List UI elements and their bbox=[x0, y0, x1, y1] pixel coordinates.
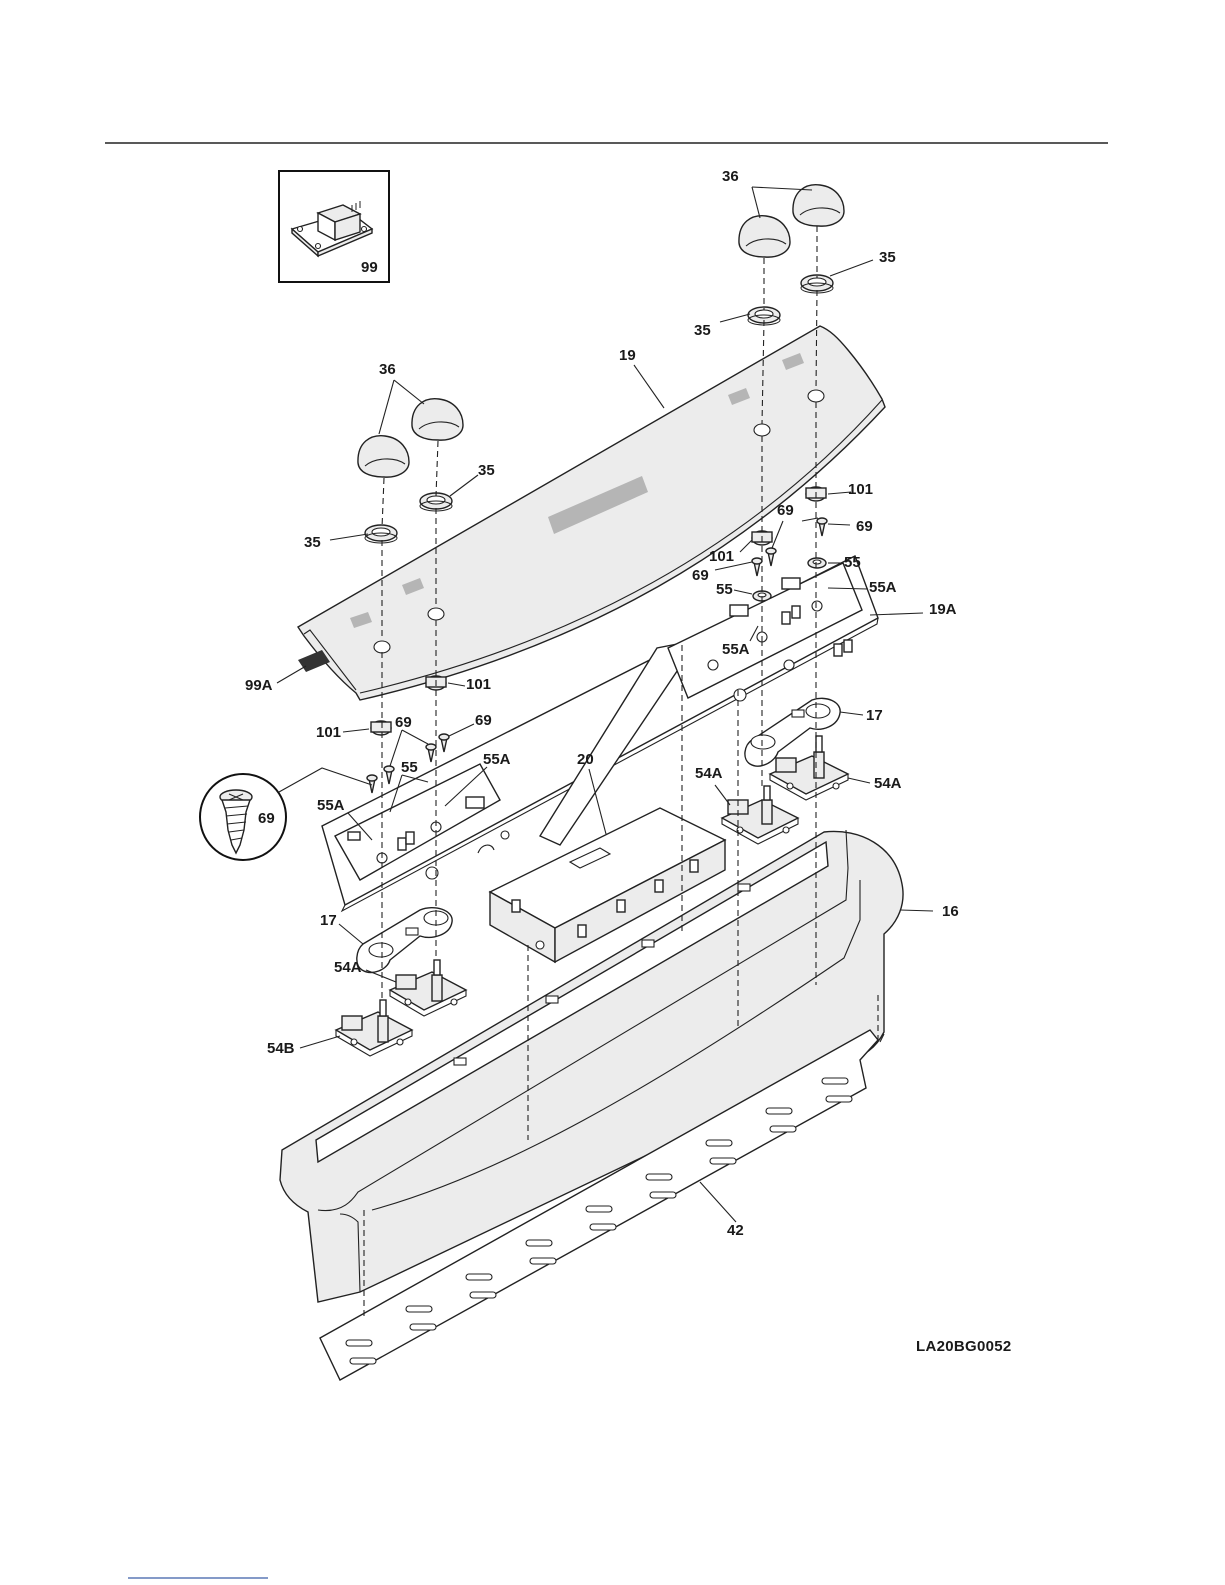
screw-69-left-a[interactable] bbox=[384, 766, 394, 784]
label-35-left-upper: 35 bbox=[478, 462, 495, 479]
label-101-left-upper: 101 bbox=[466, 676, 491, 693]
label-54A-mid: 54A bbox=[695, 765, 723, 782]
label-101-left-lower: 101 bbox=[316, 724, 341, 741]
knob-36-right-front[interactable] bbox=[739, 216, 790, 257]
label-69-right-c: 69 bbox=[692, 567, 709, 584]
label-99A: 99A bbox=[245, 677, 273, 694]
label-69-right-b: 69 bbox=[856, 518, 873, 535]
nut-101-left-lower[interactable] bbox=[371, 721, 391, 735]
label-55A-right-b: 55A bbox=[722, 641, 750, 658]
knob-36-right-back[interactable] bbox=[793, 185, 844, 226]
label-35-mid-right: 35 bbox=[694, 322, 711, 339]
switch-54A-left[interactable] bbox=[390, 960, 466, 1016]
label-69-right-a: 69 bbox=[777, 502, 794, 519]
label-101-right-lower: 101 bbox=[709, 548, 734, 565]
inset-99-label: 99 bbox=[361, 259, 378, 276]
label-69-left-a: 69 bbox=[395, 714, 412, 731]
diagram-code: LA20BG0052 bbox=[916, 1338, 1012, 1355]
screw-69-left-b[interactable] bbox=[426, 744, 436, 762]
label-55A-left-b: 55A bbox=[317, 797, 345, 814]
switch-54A-mid[interactable] bbox=[722, 786, 798, 844]
label-20: 20 bbox=[577, 751, 594, 768]
inset-99[interactable]: 99 bbox=[279, 171, 389, 282]
switch-54B[interactable] bbox=[336, 1000, 412, 1056]
label-35-left-lower: 35 bbox=[304, 534, 321, 551]
label-42: 42 bbox=[727, 1222, 744, 1239]
label-54B: 54B bbox=[267, 1040, 295, 1057]
shield-17-right[interactable] bbox=[745, 698, 840, 766]
label-36-right: 36 bbox=[722, 168, 739, 185]
label-54A-right: 54A bbox=[874, 775, 902, 792]
screw-69-right-a[interactable] bbox=[766, 548, 776, 566]
label-69-left-b: 69 bbox=[475, 712, 492, 729]
screw-69-right-b[interactable] bbox=[817, 518, 827, 536]
label-36-left: 36 bbox=[379, 361, 396, 378]
label-55-right-b: 55 bbox=[716, 581, 733, 598]
label-19: 19 bbox=[619, 347, 636, 364]
label-54A-left: 54A bbox=[334, 959, 362, 976]
label-16: 16 bbox=[942, 903, 959, 920]
washer-55-right-a[interactable] bbox=[808, 558, 826, 568]
label-17-left: 17 bbox=[320, 912, 337, 929]
screw-69-right-c[interactable] bbox=[752, 558, 762, 576]
label-35-top-right: 35 bbox=[879, 249, 896, 266]
label-55-right-a: 55 bbox=[844, 554, 861, 571]
label-55A-right-a: 55A bbox=[869, 579, 897, 596]
label-101-right-upper: 101 bbox=[848, 481, 873, 498]
knob-36-left-front[interactable] bbox=[358, 436, 409, 477]
label-17-right: 17 bbox=[866, 707, 883, 724]
screw-69-left-c[interactable] bbox=[439, 734, 449, 752]
label-55A-left-a: 55A bbox=[483, 751, 511, 768]
label-55-left: 55 bbox=[401, 759, 418, 776]
bezel-35-left-lower[interactable] bbox=[365, 525, 397, 543]
knob-36-left-back[interactable] bbox=[412, 399, 463, 440]
callout-69-label: 69 bbox=[258, 810, 275, 827]
label-19A: 19A bbox=[929, 601, 957, 618]
